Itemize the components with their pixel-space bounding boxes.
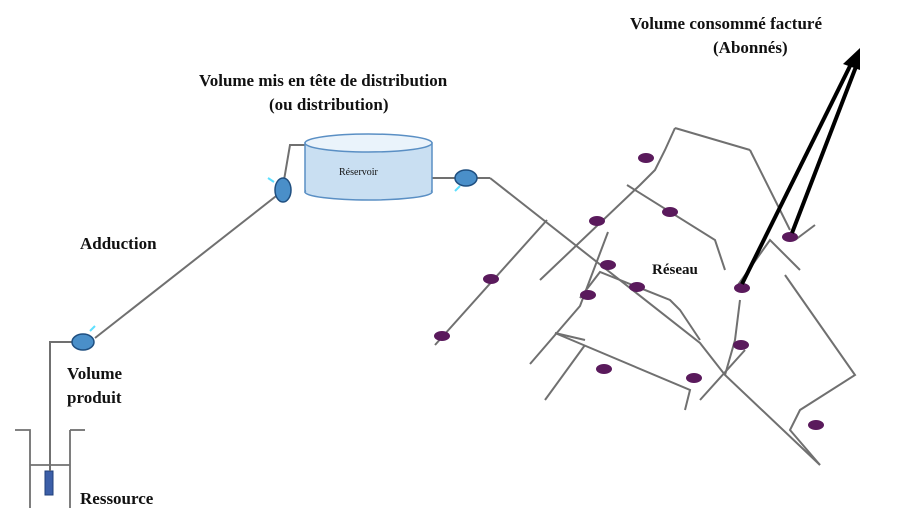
consumer-node bbox=[734, 283, 750, 293]
billed-volume-label: Volume consommé facturé bbox=[630, 14, 822, 33]
consumer-nodes bbox=[434, 153, 824, 430]
consumer-node bbox=[483, 274, 499, 284]
produced-volume-label: Volume bbox=[67, 364, 123, 383]
resource-label: Ressource bbox=[80, 489, 154, 508]
reservoir-label: Réservoir bbox=[339, 167, 379, 178]
arrow-icon bbox=[740, 59, 859, 285]
arrowhead-icon bbox=[843, 48, 860, 70]
consumer-node bbox=[733, 340, 749, 350]
distribution-volume-sublabel: (ou distribution) bbox=[269, 95, 389, 114]
consumer-node bbox=[808, 420, 824, 430]
pump-icon bbox=[44, 470, 54, 496]
consumer-node bbox=[686, 373, 702, 383]
consumer-node bbox=[596, 364, 612, 374]
reservoir-tank bbox=[304, 133, 433, 201]
consumer-node bbox=[782, 232, 798, 242]
meter-icon bbox=[71, 325, 96, 351]
meter-icon bbox=[267, 177, 292, 203]
consumer-node bbox=[600, 260, 616, 270]
consumer-node bbox=[662, 207, 678, 217]
consumer-node bbox=[434, 331, 450, 341]
produced-volume-sublabel: produit bbox=[67, 388, 122, 407]
consumer-node bbox=[580, 290, 596, 300]
consumer-node bbox=[629, 282, 645, 292]
distribution-volume-label: Volume mis en tête de distribution bbox=[199, 71, 448, 90]
meter-icon bbox=[454, 169, 478, 192]
consumer-node bbox=[638, 153, 654, 163]
network-label: Réseau bbox=[652, 262, 698, 278]
adduction-label: Adduction bbox=[80, 234, 157, 253]
pipes bbox=[49, 127, 857, 471]
consumer-node bbox=[589, 216, 605, 226]
billed-volume-sublabel: (Abonnés) bbox=[713, 38, 788, 57]
